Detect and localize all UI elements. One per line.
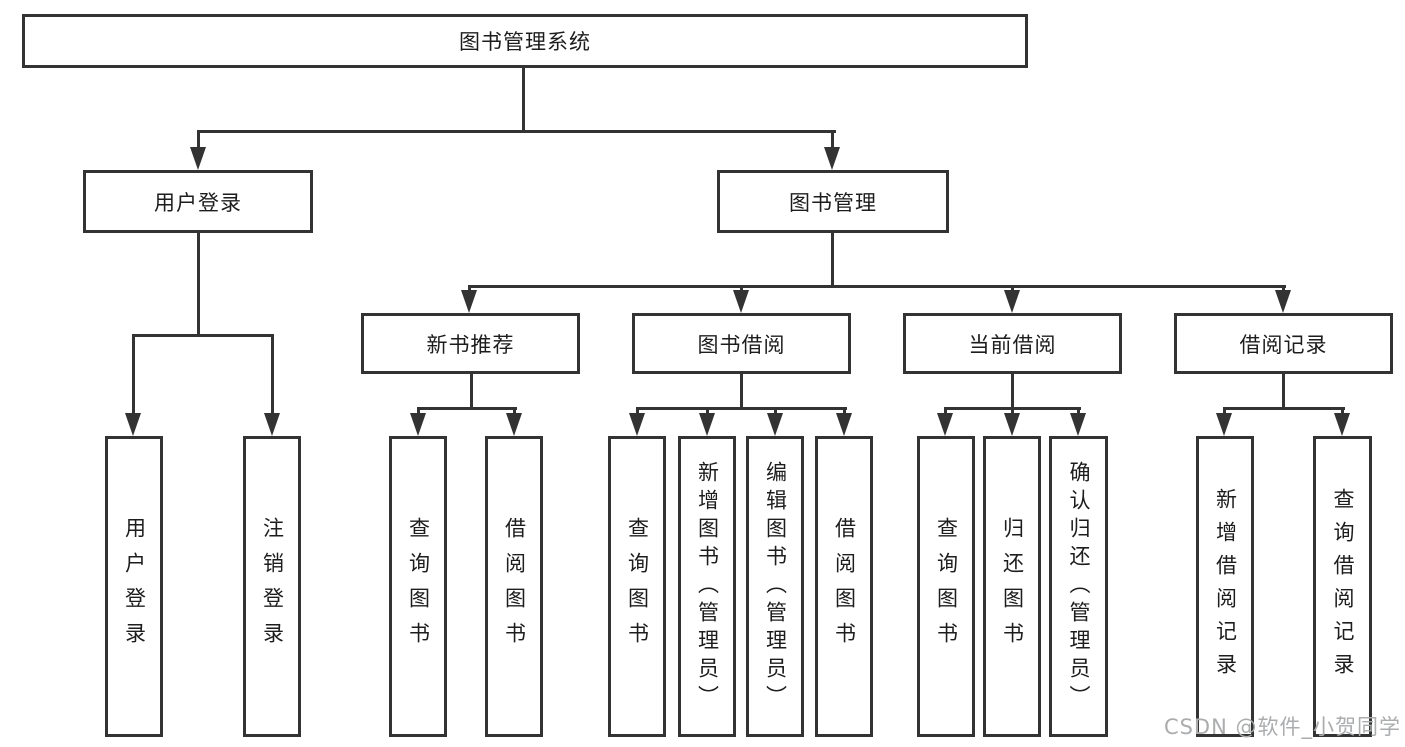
leaf-query-borrow-record: 查询借阅记录 (1313, 436, 1372, 737)
leaf-borrow-book-2-label: 借阅图书 (832, 516, 857, 657)
leaf-user-login-label: 用户登录 (122, 516, 147, 657)
connector-g3-drop-1 (636, 407, 639, 418)
arrow-to-leaf-user-login (125, 413, 141, 436)
arrow-to-query-book-2 (629, 413, 645, 436)
leaf-add-book-admin: 新增图书（管理员） (678, 436, 736, 737)
node-user-login-label: 用户登录 (154, 190, 242, 215)
arrow-to-leaf-logout (264, 413, 280, 436)
leaf-edit-book-admin-label: 编辑图书（管理员） (763, 460, 788, 713)
connector-g3-stem (740, 374, 743, 407)
connector-login-leaf1-drop (132, 334, 135, 415)
connector-g3-drop-3 (774, 407, 777, 418)
connector-level3-branch (468, 285, 1286, 288)
node-new-book-recommend-label: 新书推荐 (426, 332, 515, 357)
leaf-borrow-book-1-label: 借阅图书 (502, 516, 527, 657)
leaf-logout-label: 注销登录 (260, 516, 285, 657)
leaf-query-book-1: 查询图书 (389, 436, 447, 737)
leaf-query-book-3: 查询图书 (917, 436, 975, 737)
connector-login-branch (132, 334, 274, 337)
leaf-query-borrow-record-label: 查询借阅记录 (1331, 487, 1355, 686)
connector-g5-stem (1282, 374, 1285, 407)
leaf-borrow-book-2: 借阅图书 (815, 436, 873, 737)
arrow-to-book-management (824, 147, 840, 170)
node-root-label: 图书管理系统 (459, 30, 591, 54)
node-new-book-recommend: 新书推荐 (361, 313, 580, 374)
arrow-to-query-borrow-record (1334, 413, 1350, 436)
connector-mgmt-drop (831, 130, 834, 150)
arrow-to-add-book-admin (699, 413, 715, 436)
arrow-to-confirm-return-admin (1070, 413, 1086, 436)
arrow-to-return-book (1004, 413, 1020, 436)
connector-g5-branch (1223, 407, 1345, 410)
node-borrow-record-label: 借阅记录 (1239, 332, 1328, 357)
connector-g3-drop-4 (843, 407, 846, 418)
node-root: 图书管理系统 (22, 14, 1028, 68)
node-user-login: 用户登录 (83, 170, 313, 233)
leaf-confirm-return-admin-label: 确认归还（管理员） (1067, 460, 1091, 713)
connector-g3-drop-2 (706, 407, 709, 418)
arrow-to-current-borrow (1004, 290, 1020, 313)
connector-g2-drop-2 (513, 407, 516, 418)
leaf-add-borrow-record-label: 新增借阅记录 (1213, 487, 1238, 686)
leaf-confirm-return-admin: 确认归还（管理员） (1049, 436, 1108, 737)
leaf-add-book-admin-label: 新增图书（管理员） (695, 460, 720, 713)
arrow-to-edit-book-admin (767, 413, 783, 436)
connector-login-drop (197, 130, 200, 150)
connector-g5-drop-1 (1223, 407, 1226, 418)
csdn-watermark: CSDN @软件_小贺同学 (1163, 715, 1401, 739)
connector-mgmt-stem (831, 233, 834, 285)
leaf-borrow-book-1: 借阅图书 (485, 436, 543, 737)
leaf-query-book-2-label: 查询图书 (625, 516, 650, 657)
connector-root-stem (522, 68, 525, 130)
arrow-to-query-book-1 (410, 413, 426, 436)
node-current-borrow: 当前借阅 (903, 313, 1122, 374)
arrow-to-add-borrow-record (1216, 413, 1232, 436)
arrow-to-borrow-record (1275, 290, 1291, 313)
arrow-to-new-book-recommend (461, 290, 477, 313)
connector-g5-drop-2 (1341, 407, 1344, 418)
arrow-to-query-book-3 (937, 413, 953, 436)
connector-login-stem (197, 233, 200, 334)
leaf-logout: 注销登录 (243, 436, 301, 737)
connector-g3-branch (636, 407, 847, 410)
node-current-borrow-label: 当前借阅 (968, 332, 1057, 357)
node-book-borrow: 图书借阅 (632, 313, 851, 374)
leaf-query-book-1-label: 查询图书 (406, 516, 431, 657)
arrow-to-user-login (190, 147, 206, 170)
arrow-to-borrow-book-2 (836, 413, 852, 436)
node-borrow-record: 借阅记录 (1174, 313, 1393, 374)
connector-g4-drop-1 (944, 407, 947, 418)
connector-g4-stem (1011, 374, 1014, 407)
leaf-add-borrow-record: 新增借阅记录 (1196, 436, 1254, 737)
connector-g2-stem (470, 374, 473, 407)
leaf-query-book-3-label: 查询图书 (934, 516, 959, 657)
leaf-return-book-label: 归还图书 (1000, 516, 1025, 657)
leaf-edit-book-admin: 编辑图书（管理员） (746, 436, 804, 737)
arrow-to-book-borrow (733, 290, 749, 313)
arrow-to-borrow-book-1 (506, 413, 522, 436)
connector-level2-branch (197, 130, 836, 133)
leaf-user-login: 用户登录 (105, 436, 163, 737)
connector-g4-drop-3 (1077, 407, 1080, 418)
connector-g4-drop-2 (1011, 407, 1014, 418)
leaf-return-book: 归还图书 (983, 436, 1041, 737)
node-book-borrow-label: 图书借阅 (697, 332, 786, 357)
connector-g2-drop-1 (417, 407, 420, 418)
node-book-management-label: 图书管理 (789, 190, 877, 215)
node-book-management: 图书管理 (717, 170, 949, 233)
leaf-query-book-2: 查询图书 (608, 436, 666, 737)
connector-login-leaf2-drop (271, 334, 274, 415)
connector-g2-branch (417, 407, 517, 410)
